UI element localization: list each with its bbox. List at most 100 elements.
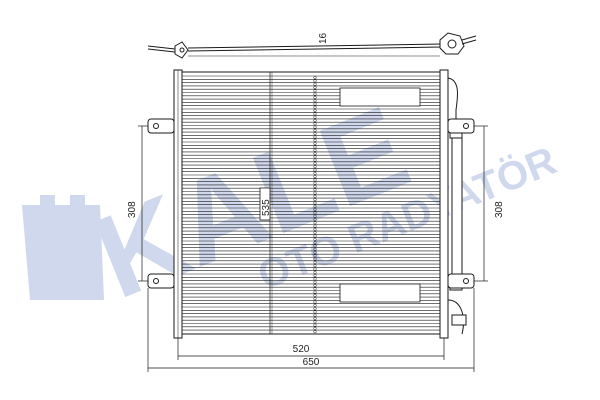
bead-mark xyxy=(313,109,317,113)
bead-mark xyxy=(313,95,317,99)
bead-mark xyxy=(313,260,317,264)
bead-mark xyxy=(313,316,317,321)
bead-mark xyxy=(313,231,317,235)
bracket-right-upper xyxy=(447,118,475,134)
bead-mark xyxy=(313,125,317,129)
bead-mark xyxy=(313,135,317,139)
bead-mark xyxy=(313,112,317,116)
bead-mark xyxy=(313,283,317,288)
bead-mark xyxy=(313,165,317,169)
bead-mark xyxy=(313,122,317,126)
core-label-boxes xyxy=(259,87,421,303)
bead-mark xyxy=(313,254,317,258)
bead-mark xyxy=(313,300,317,304)
bead-mark xyxy=(313,270,317,274)
bead-mark xyxy=(313,237,317,241)
bracket-left-lower xyxy=(147,273,175,289)
bead-mark xyxy=(313,234,317,238)
receiver-drier xyxy=(451,134,463,286)
bead-mark xyxy=(313,250,317,255)
bead-mark xyxy=(313,323,317,327)
bead-mark xyxy=(313,303,317,307)
bead-mark xyxy=(313,155,317,159)
left-side-tank xyxy=(173,69,183,339)
bead-mark xyxy=(313,89,317,93)
bead-mark xyxy=(313,85,317,90)
bead-mark xyxy=(313,151,317,156)
bead-mark xyxy=(313,211,317,215)
bead-mark xyxy=(313,293,317,297)
bead-mark xyxy=(313,92,317,96)
bead-mark xyxy=(313,204,317,208)
dimension-top-pipe: 16 xyxy=(318,32,329,44)
bead-mark xyxy=(313,241,317,245)
bead-mark xyxy=(313,244,317,248)
condenser-core xyxy=(179,71,443,335)
watermark-tower-shape xyxy=(22,195,104,300)
bead-mark xyxy=(313,191,317,195)
bead-mark xyxy=(313,194,317,198)
mounting-brackets xyxy=(147,118,475,289)
bead-mark xyxy=(313,217,317,222)
bead-mark xyxy=(313,280,317,284)
bead-mark xyxy=(313,277,317,281)
bead-mark xyxy=(313,330,317,334)
bead-mark xyxy=(313,181,317,185)
outlet-pipe xyxy=(447,77,459,135)
bead-mark xyxy=(313,145,317,149)
right-side-tank xyxy=(439,69,467,339)
bracket-right-lower xyxy=(447,273,475,289)
dimension-right-bracket: 308 xyxy=(494,201,505,218)
bead-mark xyxy=(313,158,317,162)
bead-mark xyxy=(313,227,317,231)
core-bead-column xyxy=(313,76,317,334)
bead-mark xyxy=(313,161,317,165)
bead-mark xyxy=(313,267,317,271)
dimension-left-bracket: 308 xyxy=(127,201,138,218)
bead-mark xyxy=(313,132,317,136)
bead-mark xyxy=(313,313,317,317)
bead-mark xyxy=(313,208,317,212)
bead-mark xyxy=(313,201,317,205)
bead-mark xyxy=(313,102,317,106)
bead-mark xyxy=(313,148,317,152)
dimension-overall-width: 650 xyxy=(303,357,320,368)
bead-mark xyxy=(313,247,317,251)
bead-mark xyxy=(313,99,317,103)
bead-mark xyxy=(313,178,317,182)
bead-mark xyxy=(313,184,317,189)
bead-mark xyxy=(313,307,317,311)
bead-mark xyxy=(313,221,317,225)
bead-mark xyxy=(313,198,317,202)
dimension-core-height: 535 xyxy=(261,199,272,216)
bead-mark xyxy=(313,287,317,291)
bead-mark xyxy=(313,188,317,192)
bead-mark xyxy=(313,224,317,228)
bead-mark xyxy=(313,326,317,330)
bead-mark xyxy=(313,290,317,294)
bead-mark xyxy=(313,138,317,142)
top-pipe xyxy=(147,32,477,59)
bead-mark xyxy=(313,175,317,179)
bead-mark xyxy=(313,171,317,175)
watermark-logo: KALE OTO RADYATÖR xyxy=(22,81,562,324)
bead-mark xyxy=(313,118,317,123)
bead-mark xyxy=(313,310,317,314)
bead-mark xyxy=(313,274,317,278)
bead-mark xyxy=(313,264,317,268)
bead-mark xyxy=(313,79,317,83)
dimension-core-width: 520 xyxy=(293,344,310,355)
dimension-lines xyxy=(138,72,488,372)
bracket-left-upper xyxy=(147,118,175,134)
bead-mark xyxy=(313,142,317,146)
bead-mark xyxy=(313,320,317,324)
bead-mark xyxy=(313,115,317,119)
bead-mark xyxy=(313,82,317,86)
bead-mark xyxy=(313,257,317,261)
bead-mark xyxy=(313,168,317,172)
bead-mark xyxy=(313,105,317,109)
bead-mark xyxy=(313,297,317,301)
bead-mark xyxy=(313,128,317,132)
bead-mark xyxy=(313,214,317,218)
